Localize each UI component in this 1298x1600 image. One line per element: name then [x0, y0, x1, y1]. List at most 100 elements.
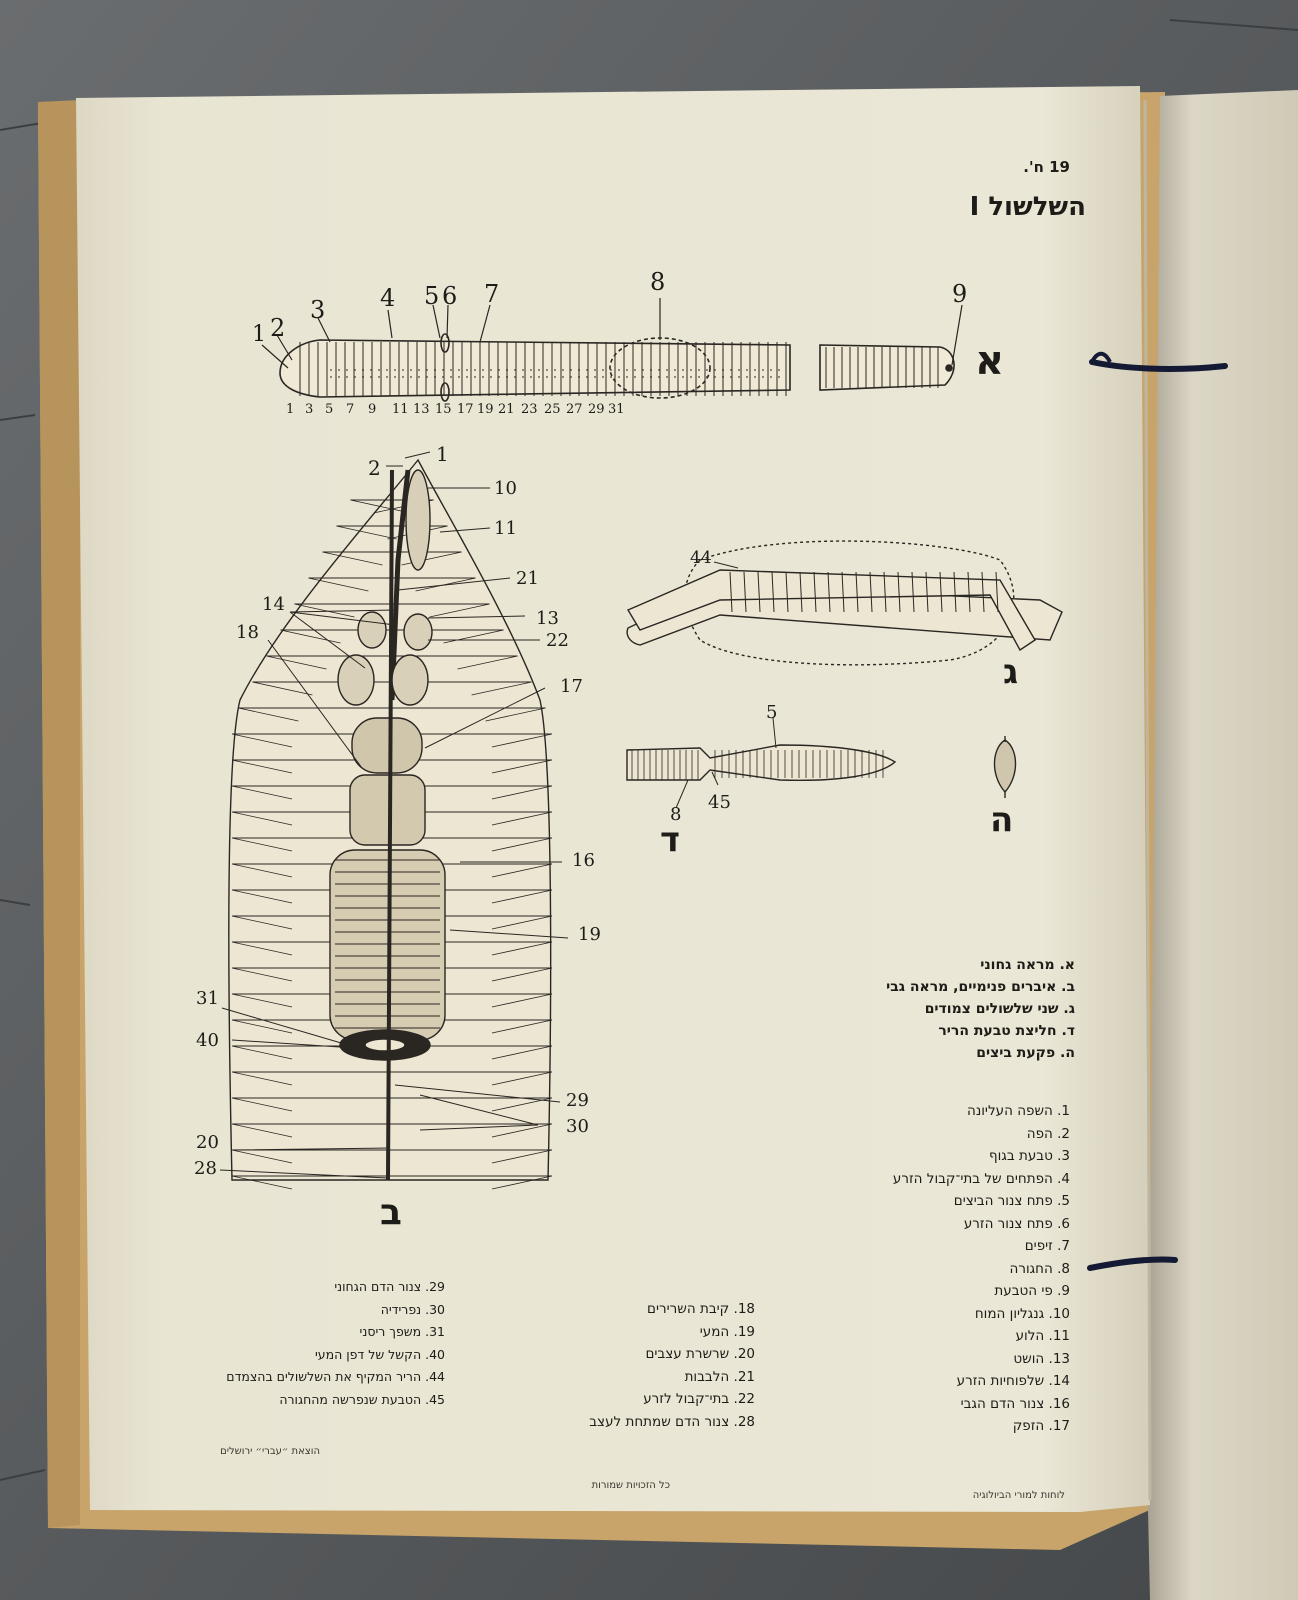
part-item: 7. זיפים: [1024, 1238, 1070, 1254]
part-item: 2. הפה: [1026, 1125, 1070, 1142]
part-item: 19. המעי: [699, 1323, 755, 1340]
part-item: 14. שלפוחיות הזרע: [956, 1373, 1070, 1389]
part-item: 11. הלוע: [1015, 1328, 1070, 1344]
callout-b-21: 21: [516, 568, 539, 589]
figure-b-worm-internal: [219, 451, 569, 1190]
callout-b-11: 11: [494, 518, 517, 539]
part-item: 20. שרשרת עצבים: [645, 1346, 755, 1362]
legend-item: ה. פקעת ביצים: [976, 1045, 1075, 1061]
legend-item: א. מראה גחוני: [980, 957, 1075, 973]
callout-b-40: 40: [196, 1030, 219, 1051]
callout-b-10: 10: [494, 478, 517, 499]
part-item: 6. פתח צנור הזרע: [963, 1215, 1070, 1232]
part-item: 44. הריר המקיף את השלשולים בהצמדם: [226, 1369, 445, 1384]
part-item: 9. פי הטבעת: [994, 1283, 1070, 1299]
callout-b-1: 1: [436, 442, 449, 466]
part-item: 3. טבעת בגוף: [988, 1148, 1070, 1164]
part-item: 18. קיבת השרירים: [647, 1301, 755, 1317]
legend-item: ג. שני שלשולים צמודים: [924, 1001, 1075, 1017]
segment-number: 9: [368, 402, 377, 417]
part-item: 40. הקשל של דפן המעי: [314, 1346, 445, 1362]
footer-series: לוחות למורי הביולוגיה: [972, 1490, 1065, 1501]
legend-item: ב. איברים פנימיים, מראה גבי: [886, 979, 1075, 995]
callout-b-20: 20: [196, 1132, 219, 1153]
segment-number: 21: [498, 402, 515, 417]
segment-number: 5: [325, 402, 334, 417]
segment-number: 23: [521, 402, 538, 417]
callout-b-16: 16: [572, 850, 595, 871]
callout-b-31: 31: [196, 988, 219, 1009]
callout-b-30: 30: [566, 1116, 589, 1137]
callout-a-9: 9: [952, 280, 968, 308]
callout-b-29: 29: [566, 1090, 589, 1111]
part-item: 13. הושט: [1013, 1350, 1070, 1367]
part-item: 4. הפתחים של בתי־קבול הזרע: [892, 1170, 1070, 1187]
part-item: 28. צנור הדם שמתחת לעצב: [589, 1413, 755, 1430]
callout-b-14: 14: [262, 594, 285, 615]
figure-legend: א. מראה גחוני ב. איברים פנימיים, מראה גב…: [820, 954, 1075, 1064]
part-item: 10. גנגליון המוח: [974, 1305, 1070, 1322]
segment-number: 7: [346, 402, 355, 417]
callout-b-18: 18: [236, 622, 259, 643]
callout-a-5: 5: [424, 282, 440, 310]
callout-d-45: 45: [708, 792, 731, 813]
part-item: 17. הזפק: [1012, 1418, 1070, 1434]
part-item: 45. הטבעת שנפרשה מהחגורה: [279, 1391, 445, 1407]
part-item: 5. פתח צנור הביצים: [953, 1193, 1070, 1209]
callout-a-2: 2: [270, 314, 286, 342]
figure-letter-c: ג: [1003, 652, 1019, 692]
figure-d-ring-shedding: [626, 717, 897, 809]
callout-b-2: 2: [368, 456, 381, 480]
part-item: 21. הלבבות: [684, 1368, 755, 1385]
callout-a-6: 6: [442, 282, 458, 310]
segment-number: 27: [566, 402, 583, 417]
callout-a-1: 1: [252, 322, 266, 347]
binding-thread-bottom: [1087, 1256, 1178, 1271]
figure-a-worm-ventral: [261, 298, 963, 402]
part-item: 1. השפה העליונה: [967, 1103, 1070, 1119]
segment-number: 19: [477, 402, 494, 417]
callout-b-13: 13: [536, 608, 559, 629]
part-item: 30. נפרידיה: [380, 1301, 445, 1317]
part-item: 8. החגורה: [1009, 1260, 1071, 1277]
figure-e-cocoon: [993, 736, 1017, 798]
segment-number: 13: [413, 402, 430, 417]
right-page: [1148, 90, 1298, 1600]
figure-letter-e: ה: [990, 800, 1014, 840]
callout-c-44: 44: [690, 548, 712, 568]
binding-thread-top: [1089, 359, 1228, 372]
segment-number: 25: [544, 402, 561, 417]
callout-a-7: 7: [484, 280, 500, 308]
part-item: 16. צנור הדם הגבי: [960, 1395, 1070, 1412]
callout-a-4: 4: [380, 284, 396, 312]
parts-list-col2: 18. קיבת השרירים 19. המעי 20. שרשרת עצבי…: [510, 1298, 755, 1433]
segment-number: 29: [588, 402, 605, 417]
part-item: 29. צנור הדם הגחוני: [334, 1279, 445, 1294]
callout-d-8: 8: [670, 804, 682, 825]
footer-copyright: כל הזכויות שמורות: [591, 1480, 670, 1491]
callout-b-17: 17: [560, 676, 583, 697]
page-title: השלשול I: [969, 192, 1086, 222]
figure-letter-b: ב: [380, 1192, 402, 1233]
callout-b-28: 28: [194, 1158, 217, 1179]
legend-item: ד. חליצת טבעת הריר: [938, 1023, 1075, 1039]
segment-number: 31: [608, 402, 625, 417]
callout-a-3: 3: [310, 296, 326, 324]
callout-b-19: 19: [578, 924, 601, 945]
segment-number: 17: [457, 402, 474, 417]
segment-number: 15: [435, 402, 452, 417]
segment-number: 3: [305, 402, 314, 417]
segment-number: 1: [286, 402, 295, 417]
callout-a-8: 8: [650, 268, 666, 296]
parts-list-col1: 1. השפה העליונה 2. הפה 3. טבעת בגוף 4. ה…: [800, 1100, 1070, 1438]
plate-number: 19 ח'.: [1023, 158, 1070, 176]
callout-b-22: 22: [546, 630, 569, 651]
segment-number: 11: [392, 402, 409, 417]
figure-letter-a: א: [975, 338, 1005, 384]
part-item: 31. משפך ריסני: [359, 1324, 445, 1339]
callout-d-5: 5: [766, 702, 778, 723]
figure-c-worms-mating: [626, 540, 1063, 666]
parts-list-col3: 29. צנור הדם הגחוני 30. נפרידיה 31. משפך…: [160, 1276, 445, 1411]
part-item: 22. בתי־קבול לזרע: [643, 1391, 755, 1407]
